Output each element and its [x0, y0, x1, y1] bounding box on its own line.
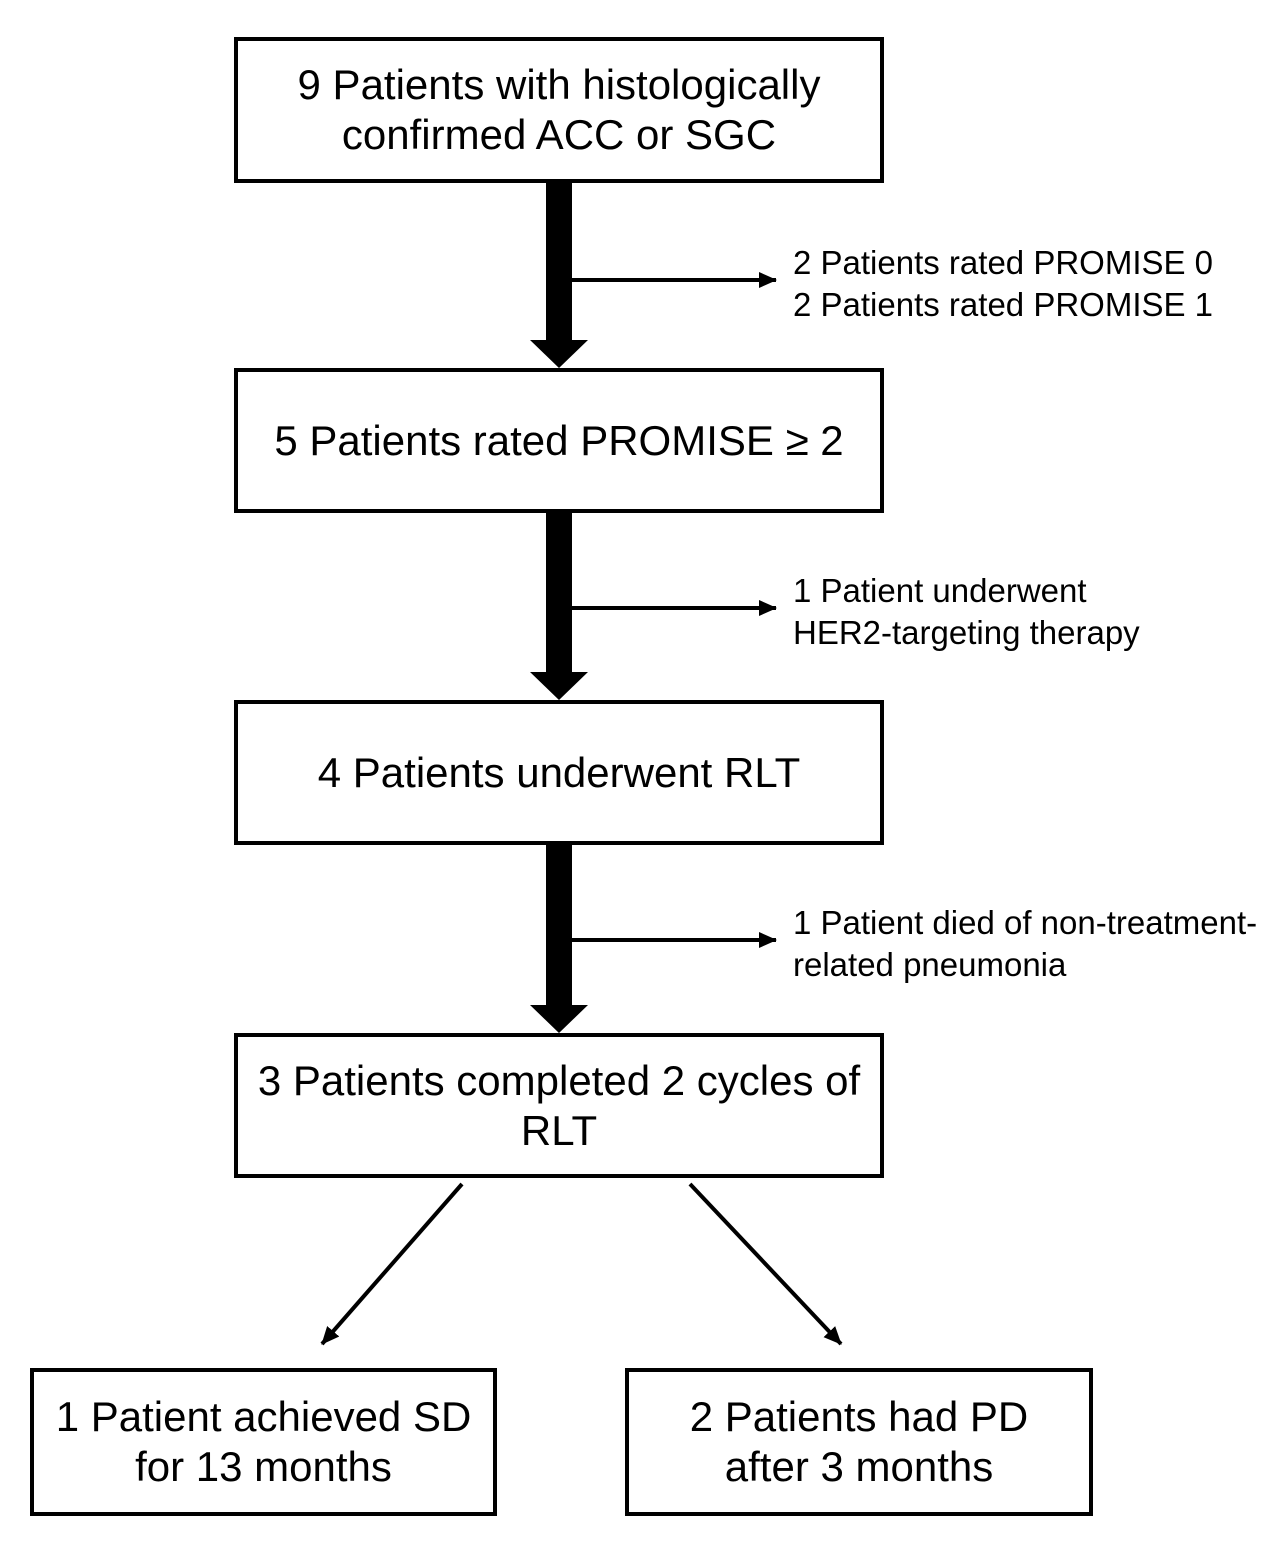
down-arrow-3: [530, 845, 588, 1033]
node-text-line: 9 Patients with histologically: [297, 61, 821, 108]
node-text-line: 5 Patients rated PROMISE ≥ 2: [274, 416, 844, 464]
exclusion-text-line: related pneumonia: [793, 946, 1067, 983]
node-text-line: 1 Patient achieved SD: [55, 1393, 472, 1440]
exclusion-note-her2: 1 Patient underwent HER2-targeting thera…: [793, 570, 1140, 654]
exclusion-text-line: 1 Patient died of non-treatment-: [793, 904, 1258, 941]
down-arrow-1: [530, 183, 588, 368]
node-text-line: 3 Patients completed 2 cycles of: [257, 1056, 861, 1104]
exclusion-text-line: HER2-targeting therapy: [793, 614, 1140, 651]
node-text-line: for 13 months: [135, 1443, 392, 1490]
node-text-line: 4 Patients underwent RLT: [317, 748, 801, 796]
node-outcome-sd: 1 Patient achieved SD for 13 months: [30, 1368, 497, 1516]
diagonal-arrow-right: [688, 1182, 843, 1346]
node-text-line: 2 Patients had PD: [689, 1393, 1029, 1440]
node-completed-cycles: 3 Patients completed 2 cycles of RLT: [234, 1033, 884, 1178]
exclusion-note-died: 1 Patient died of non-treatment- related…: [793, 902, 1257, 986]
node-text-line: confirmed ACC or SGC: [341, 111, 777, 158]
node-outcome-pd: 2 Patients had PD after 3 months: [625, 1368, 1093, 1516]
down-arrow-2: [530, 513, 588, 700]
node-text-line: after 3 months: [724, 1443, 994, 1490]
exclusion-note-promise01: 2 Patients rated PROMISE 0 2 Patients ra…: [793, 242, 1213, 326]
exclusion-text-line: 1 Patient underwent: [793, 572, 1087, 609]
diagonal-arrow-left: [320, 1182, 464, 1346]
exclusion-text-line: 2 Patients rated PROMISE 1: [793, 286, 1214, 323]
node-enrolled-patients: 9 Patients with histologically confirmed…: [234, 37, 884, 183]
node-underwent-rlt: 4 Patients underwent RLT: [234, 700, 884, 845]
exclusion-text-line: 2 Patients rated PROMISE 0: [793, 244, 1214, 281]
node-text-line: RLT: [520, 1106, 598, 1154]
node-promise-rated: 5 Patients rated PROMISE ≥ 2: [234, 368, 884, 513]
